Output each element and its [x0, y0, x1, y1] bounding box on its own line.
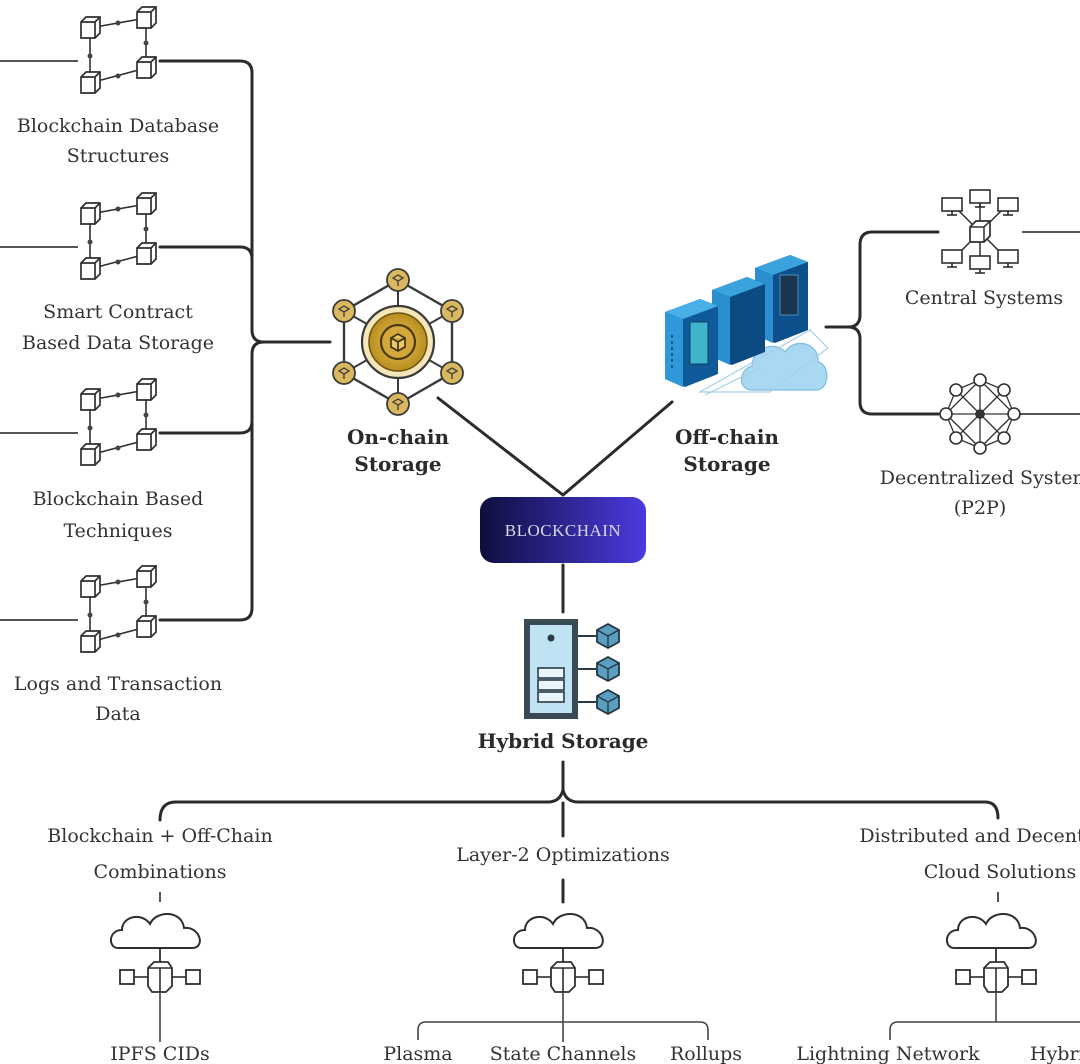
hybrid-storage-node: Hybrid Storage — [478, 619, 649, 753]
on-chain-title-line2: Storage — [354, 452, 441, 476]
hybrid-connectors — [158, 760, 1000, 904]
blockchain-label: BLOCKCHAIN — [505, 521, 621, 540]
off-chain-title: Off-chain — [675, 425, 779, 449]
cloud-node-icon — [109, 912, 201, 993]
child-label: Rollups — [670, 1043, 742, 1064]
item-label-line1: Smart Contract — [43, 301, 193, 323]
off-chain-storage-node: Off-chain Storage — [665, 255, 829, 476]
category-label-line1: Distributed and Decentralized — [859, 825, 1080, 847]
child-label: Lightning Network — [796, 1043, 980, 1064]
on-chain-hex-network-icon — [332, 268, 464, 416]
item-label-line1: Logs and Transaction — [14, 673, 222, 695]
chained-blocks-icon — [81, 379, 156, 465]
chained-blocks-icon — [81, 7, 156, 93]
chained-blocks-icon — [81, 193, 156, 279]
central-network-icon — [941, 189, 1019, 274]
server-rack-cloud-icon — [665, 255, 829, 396]
on-chain-item-4: Logs and Transaction Data — [14, 566, 222, 725]
category-label-line1: Blockchain + Off-Chain — [47, 825, 272, 847]
on-chain-item-1: Blockchain Database Structures — [17, 7, 219, 167]
center-connectors — [436, 396, 674, 614]
item-label-line1: Blockchain Database — [17, 115, 219, 137]
hybrid-server-blocks-icon — [524, 619, 620, 719]
child-label: State Channels — [490, 1043, 637, 1064]
off-chain-connectors — [824, 230, 1080, 416]
child-label: Hybrid — [1030, 1043, 1080, 1064]
child-label: Plasma — [383, 1043, 452, 1064]
category-label-line1: Layer-2 Optimizations — [456, 844, 670, 866]
item-label-line2: Techniques — [63, 520, 172, 542]
item-label-line2: Based Data Storage — [22, 332, 214, 354]
item-label-line2: Structures — [67, 145, 170, 167]
cloud-node-icon — [945, 912, 1037, 993]
chained-blocks-icon — [81, 566, 156, 652]
on-chain-item-2: Smart Contract Based Data Storage — [22, 193, 214, 354]
category-label-line2: Cloud Solutions — [924, 861, 1076, 883]
on-chain-storage-node: On-chain Storage — [332, 268, 464, 476]
item-label-line1: Central Systems — [905, 287, 1063, 309]
blockchain-center-box: BLOCKCHAIN — [480, 497, 646, 563]
child-label: IPFS CIDs — [110, 1043, 210, 1064]
off-chain-item-central-systems: Central Systems — [905, 189, 1063, 309]
on-chain-item-3: Blockchain Based Techniques — [33, 379, 204, 542]
off-chain-item-decentralized-systems: Decentralized Systems (P2P) — [880, 373, 1080, 519]
item-label-line1: Blockchain Based — [33, 488, 204, 510]
hybrid-storage-title: Hybrid Storage — [478, 729, 649, 753]
on-chain-title: On-chain — [347, 425, 450, 449]
item-label-line2: Data — [95, 703, 141, 725]
hybrid-category-2: Layer-2 Optimizations Plasma State Chann… — [383, 844, 742, 1064]
on-chain-connectors — [0, 59, 332, 622]
off-chain-title-line2: Storage — [683, 452, 770, 476]
cloud-node-icon — [512, 912, 604, 993]
item-label-line1: Decentralized Systems — [880, 467, 1080, 489]
p2p-network-icon — [939, 373, 1021, 455]
category-label-line2: Combinations — [94, 861, 227, 883]
hybrid-category-3: Distributed and Decentralized Cloud Solu… — [796, 825, 1080, 1064]
hybrid-category-1: Blockchain + Off-Chain Combinations IPFS… — [47, 825, 272, 1064]
item-label-line2: (P2P) — [954, 497, 1006, 519]
